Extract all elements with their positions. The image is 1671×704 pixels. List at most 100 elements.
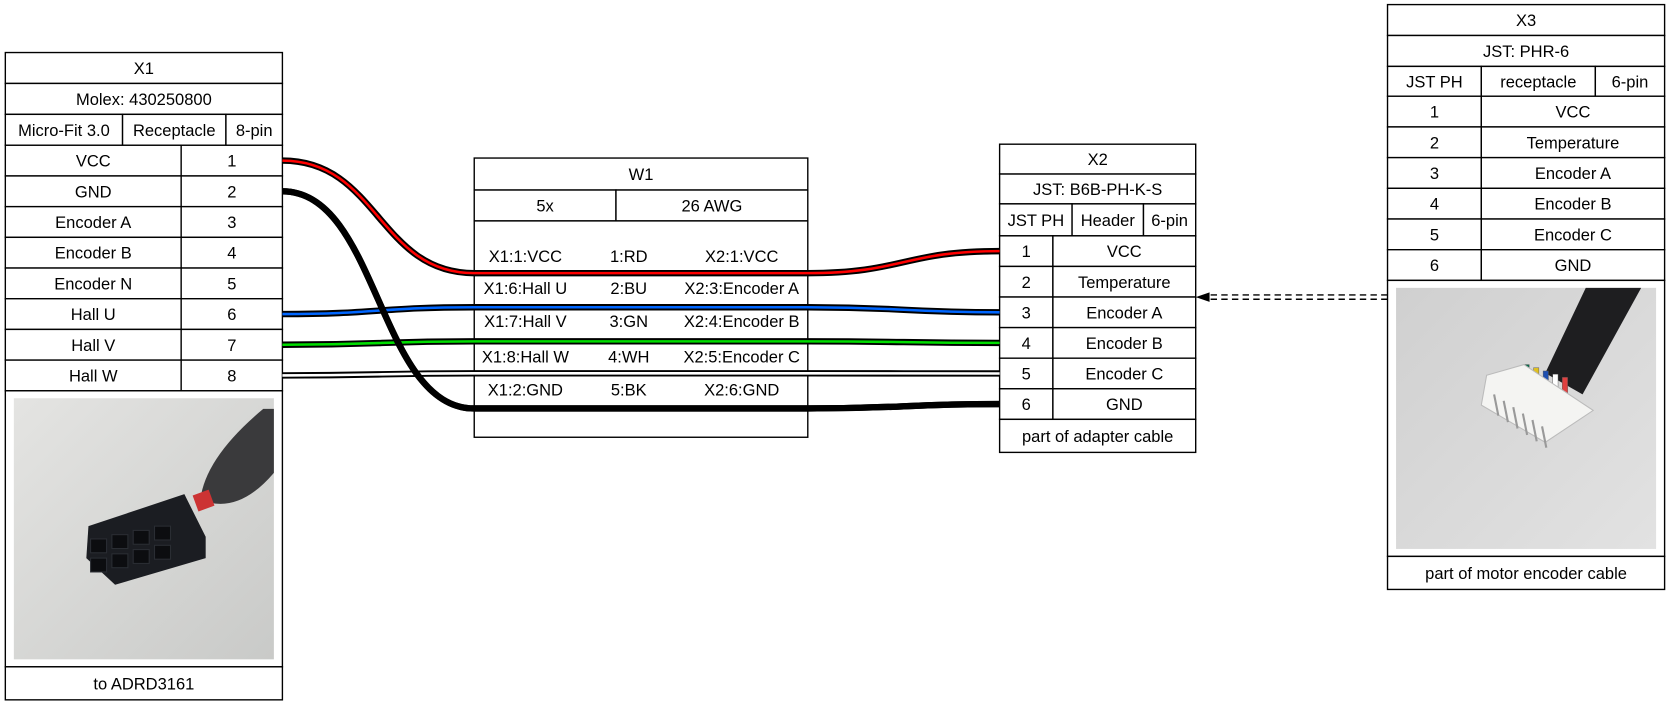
pin-name: Encoder C xyxy=(1480,218,1666,251)
wire[interactable] xyxy=(282,188,1000,412)
pin-row[interactable]: 4 Encoder B xyxy=(998,326,1197,359)
wire-label: 4:WH xyxy=(608,348,649,366)
pin-pin: 1 xyxy=(180,144,284,177)
pin-name-text: Encoder C xyxy=(1085,366,1163,384)
wire-label: 1:RD xyxy=(610,248,648,266)
connector-title-border xyxy=(4,51,284,85)
pin-pin: 7 xyxy=(180,328,284,361)
pin-pin-border xyxy=(998,326,1054,359)
wire[interactable] xyxy=(282,304,1000,318)
pin-pin-border xyxy=(1386,249,1483,282)
wire-to: X2:6:GND xyxy=(704,381,779,399)
pin-pin-text: 2 xyxy=(227,183,236,201)
wire[interactable] xyxy=(282,370,1000,379)
pin-name-text: VCC xyxy=(1556,104,1591,122)
pin-pin-text: 1 xyxy=(227,153,236,171)
pin-name: VCC xyxy=(1480,95,1666,128)
pin-pin: 4 xyxy=(998,326,1054,359)
wire-to: X2:3:Encoder A xyxy=(684,280,799,298)
connector-footer-text: part of motor encoder cable xyxy=(1425,565,1627,583)
wire-label: 2:BU xyxy=(610,280,647,298)
pin-pin-text: 3 xyxy=(1022,304,1031,322)
pin-row[interactable]: Hall V 7 xyxy=(4,328,284,361)
pin-pin-text: 5 xyxy=(227,275,236,293)
connector-footer-border xyxy=(1386,555,1666,591)
pin-name-text: Temperature xyxy=(1527,134,1620,152)
wire-label: 5:BK xyxy=(611,381,647,399)
pin-pin: 3 xyxy=(998,296,1054,329)
connector-title: X3 xyxy=(1386,3,1666,37)
pin-name-border xyxy=(1480,126,1666,159)
connector-part-number: JST: B6B-PH-K-S xyxy=(998,173,1197,205)
pin-row[interactable]: 3 Encoder A xyxy=(998,296,1197,329)
pin-name: Encoder A xyxy=(4,205,182,239)
pin-pin-text: 3 xyxy=(1430,165,1439,183)
wire[interactable] xyxy=(282,157,1000,277)
wire-core xyxy=(282,340,1000,347)
pin-name-border xyxy=(4,205,182,239)
pin-name: Hall W xyxy=(4,359,182,392)
pin-pin: 2 xyxy=(1386,126,1483,159)
wire[interactable] xyxy=(282,338,1000,348)
pin-pin-text: 7 xyxy=(227,337,236,355)
pin-pin: 4 xyxy=(180,236,284,269)
pin-row[interactable]: 6 GND xyxy=(1386,249,1666,282)
pin-pin-border xyxy=(998,296,1054,329)
connector-footer-border xyxy=(998,418,1197,454)
pin-name: Encoder B xyxy=(1052,326,1197,359)
pin-name-border xyxy=(4,298,182,331)
connector-spec: 6-pin xyxy=(1142,203,1197,237)
pin-name-border xyxy=(4,144,182,177)
wire-from: X1:8:Hall W xyxy=(482,348,570,366)
connector-spec-text: Receptacle xyxy=(133,122,216,140)
cable-title-text: W1 xyxy=(629,166,654,184)
pin-name-text: GND xyxy=(1555,257,1592,275)
pin-name-text: Hall W xyxy=(69,368,118,386)
pin-pin-text: 1 xyxy=(1430,104,1439,122)
connector-footer-text: part of adapter cable xyxy=(1022,428,1173,446)
pin-name-text: Hall U xyxy=(71,306,116,324)
wire-core xyxy=(282,305,1000,316)
connector-spec-text: JST PH xyxy=(1406,73,1463,91)
pin-pin-text: 4 xyxy=(1022,335,1031,353)
cable-gauge: 26 AWG xyxy=(615,189,809,222)
pin-pin-text: 2 xyxy=(1022,274,1031,292)
pin-name: Encoder A xyxy=(1052,296,1197,329)
pin-name-border xyxy=(1480,95,1666,128)
connector-spec-border xyxy=(1594,65,1666,97)
pin-pin-border xyxy=(180,205,284,239)
arrowhead-icon xyxy=(1195,292,1210,302)
pin-name: Encoder C xyxy=(1052,357,1197,390)
connector-spec-text: JST PH xyxy=(1008,212,1065,230)
pin-name: Hall V xyxy=(4,328,182,361)
connector-footer: to ADRD3161 xyxy=(4,666,284,701)
pin-pin: 6 xyxy=(1386,249,1483,282)
pin-row[interactable]: 2 Temperature xyxy=(1386,126,1666,159)
cable-wire-count-text: 5x xyxy=(536,198,554,216)
pin-row[interactable]: 1 VCC xyxy=(1386,95,1666,128)
